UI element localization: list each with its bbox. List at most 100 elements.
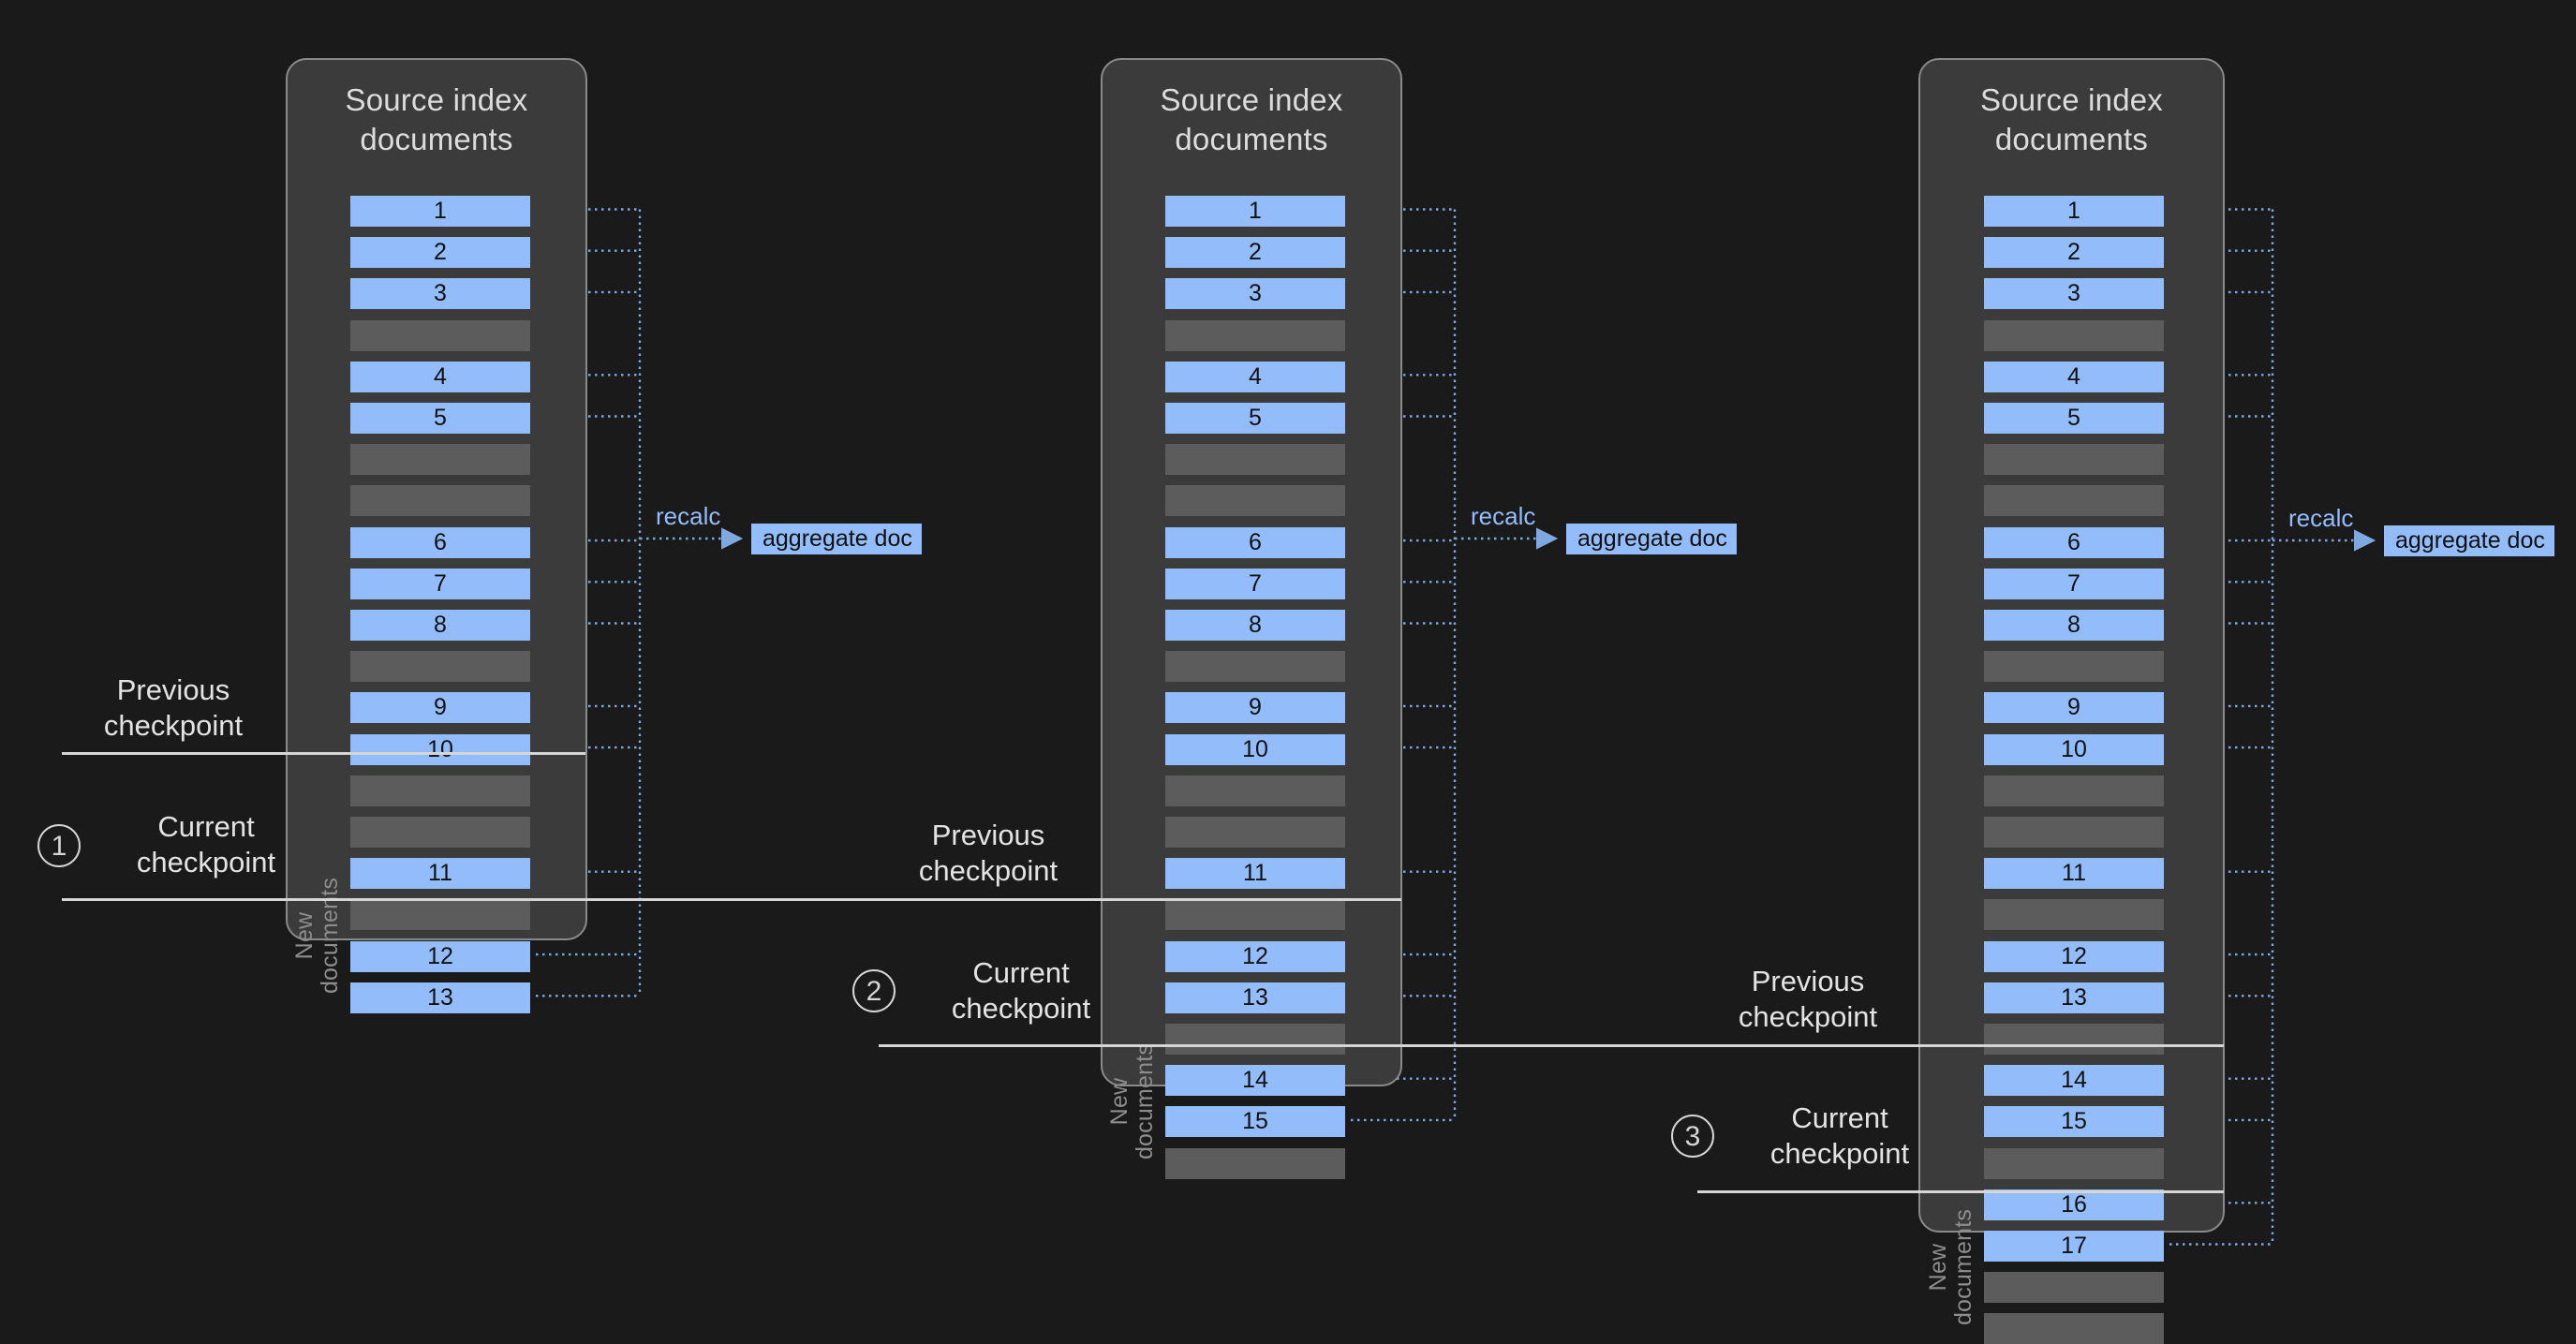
document-row: 11 [1165, 858, 1345, 890]
empty-row [1984, 1147, 2164, 1179]
new-documents-label-3: New documents [1925, 1208, 1976, 1325]
current-checkpoint-line-1 [62, 898, 1401, 901]
current-checkpoint-line-3 [1697, 1190, 2224, 1193]
document-row: 10 [1984, 733, 2164, 765]
empty-row [350, 899, 530, 931]
document-row: 10 [1165, 733, 1345, 765]
recalc-label-3: recalc [2288, 504, 2354, 532]
step-badge-3: 3 [1671, 1115, 1714, 1158]
aggregate-doc-3: aggregate doc [2384, 525, 2554, 556]
new-documents-label-1: New documents [291, 877, 343, 995]
document-row: 9 [350, 692, 530, 724]
document-row: 9 [1984, 692, 2164, 724]
document-row: 1 [350, 196, 530, 227]
document-row: 2 [350, 237, 530, 269]
empty-row [1984, 775, 2164, 806]
previous-checkpoint-line-2 [879, 898, 1401, 901]
document-row: 6 [350, 526, 530, 558]
document-row: 1 [1984, 196, 2164, 227]
previous-checkpoint-label-2: Previous checkpoint [918, 819, 1059, 887]
document-row: 5 [1984, 403, 2164, 434]
document-row: 13 [1984, 982, 2164, 1013]
recalc-label-2: recalc [1471, 502, 1536, 530]
empty-row [1165, 817, 1345, 848]
document-row: 6 [1165, 526, 1345, 558]
current-checkpoint-label-2: Current checkpoint [951, 956, 1091, 1025]
empty-row [350, 775, 530, 806]
empty-row [1984, 817, 2164, 848]
previous-checkpoint-label-1: Previous checkpoint [103, 673, 244, 742]
document-row: 16 [1984, 1189, 2164, 1220]
empty-row [1984, 1313, 2164, 1344]
empty-row [1165, 444, 1345, 476]
empty-row [1165, 319, 1345, 351]
empty-row [1165, 651, 1345, 683]
current-checkpoint-label-3: Current checkpoint [1769, 1101, 1910, 1170]
document-row: 14 [1165, 1065, 1345, 1097]
panel-title-2: Source index documents [1160, 82, 1343, 156]
document-row: 8 [1165, 610, 1345, 641]
document-row: 12 [1165, 940, 1345, 972]
document-row: 14 [1984, 1065, 2164, 1097]
empty-row [350, 444, 530, 476]
document-row: 5 [350, 403, 530, 434]
previous-checkpoint-label-3: Previous checkpoint [1738, 965, 1878, 1033]
document-row: 7 [1165, 568, 1345, 599]
empty-row [1984, 319, 2164, 351]
document-row: 3 [350, 278, 530, 310]
empty-row [1984, 485, 2164, 517]
document-row: 4 [1984, 361, 2164, 392]
document-row: 2 [1165, 237, 1345, 269]
empty-row [1984, 1024, 2164, 1055]
empty-row [350, 817, 530, 848]
panel-title-1: Source index documents [345, 82, 528, 156]
panel-title-3: Source index documents [1979, 82, 2164, 156]
empty-row [1165, 485, 1345, 517]
previous-checkpoint-line-1 [62, 752, 585, 755]
document-row: 6 [1984, 526, 2164, 558]
document-row: 10 [350, 733, 530, 765]
document-row: 12 [1984, 940, 2164, 972]
document-row: 13 [1165, 982, 1345, 1013]
empty-row [350, 485, 530, 517]
empty-row [1165, 775, 1345, 806]
step-badge-2: 2 [852, 969, 896, 1012]
document-row: 11 [1984, 858, 2164, 890]
document-row: 15 [1165, 1106, 1345, 1138]
document-row: 13 [350, 982, 530, 1013]
document-row: 9 [1165, 692, 1345, 724]
empty-row [1165, 899, 1345, 931]
document-row: 7 [1984, 568, 2164, 599]
previous-checkpoint-line-3 [1697, 1044, 2224, 1047]
document-row: 11 [350, 858, 530, 890]
empty-row [350, 319, 530, 351]
current-checkpoint-line-2 [879, 1044, 2224, 1047]
document-row: 4 [350, 361, 530, 392]
document-row: 1 [1165, 196, 1345, 227]
document-row: 8 [350, 610, 530, 641]
aggregate-doc-1: aggregate doc [751, 524, 922, 554]
document-row: 4 [1165, 361, 1345, 392]
empty-row [1165, 1024, 1345, 1055]
current-checkpoint-label-1: Current checkpoint [136, 810, 276, 879]
document-row: 2 [1984, 237, 2164, 269]
step-badge-1: 1 [37, 824, 81, 867]
empty-row [1984, 444, 2164, 476]
aggregate-doc-2: aggregate doc [1566, 524, 1737, 554]
empty-row [350, 651, 530, 683]
document-row: 3 [1984, 278, 2164, 310]
empty-row [1984, 899, 2164, 931]
empty-row [1984, 651, 2164, 683]
document-row: 5 [1165, 403, 1345, 434]
empty-row [1984, 1272, 2164, 1304]
empty-row [1165, 1147, 1345, 1179]
document-row: 7 [350, 568, 530, 599]
document-row: 12 [350, 940, 530, 972]
document-row: 15 [1984, 1106, 2164, 1138]
document-row: 8 [1984, 610, 2164, 641]
recalc-label-1: recalc [656, 502, 721, 530]
